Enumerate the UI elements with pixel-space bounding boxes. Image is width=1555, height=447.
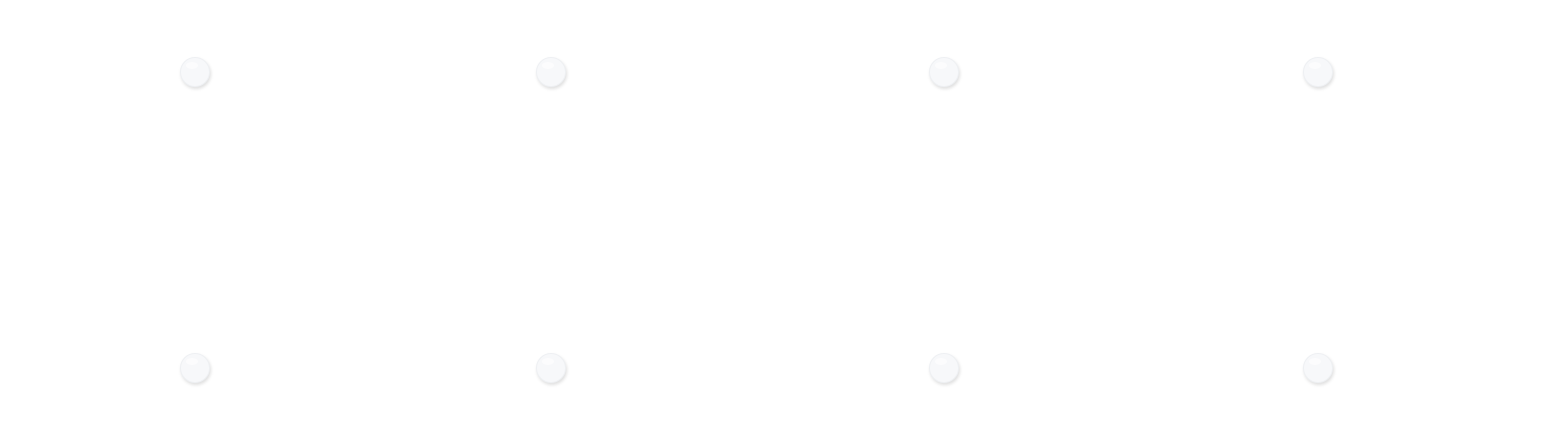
connection-handle-bottom-1[interactable]: [180, 353, 210, 383]
connection-handle-top-3[interactable]: [929, 57, 959, 87]
connection-handle-bottom-3[interactable]: [929, 353, 959, 383]
connection-handle-top-4[interactable]: [1303, 57, 1333, 87]
connection-handle-bottom-2[interactable]: [536, 353, 566, 383]
connection-handle-top-1[interactable]: [180, 57, 210, 87]
connection-handle-bottom-4[interactable]: [1303, 353, 1333, 383]
connection-handle-top-2[interactable]: [536, 57, 566, 87]
